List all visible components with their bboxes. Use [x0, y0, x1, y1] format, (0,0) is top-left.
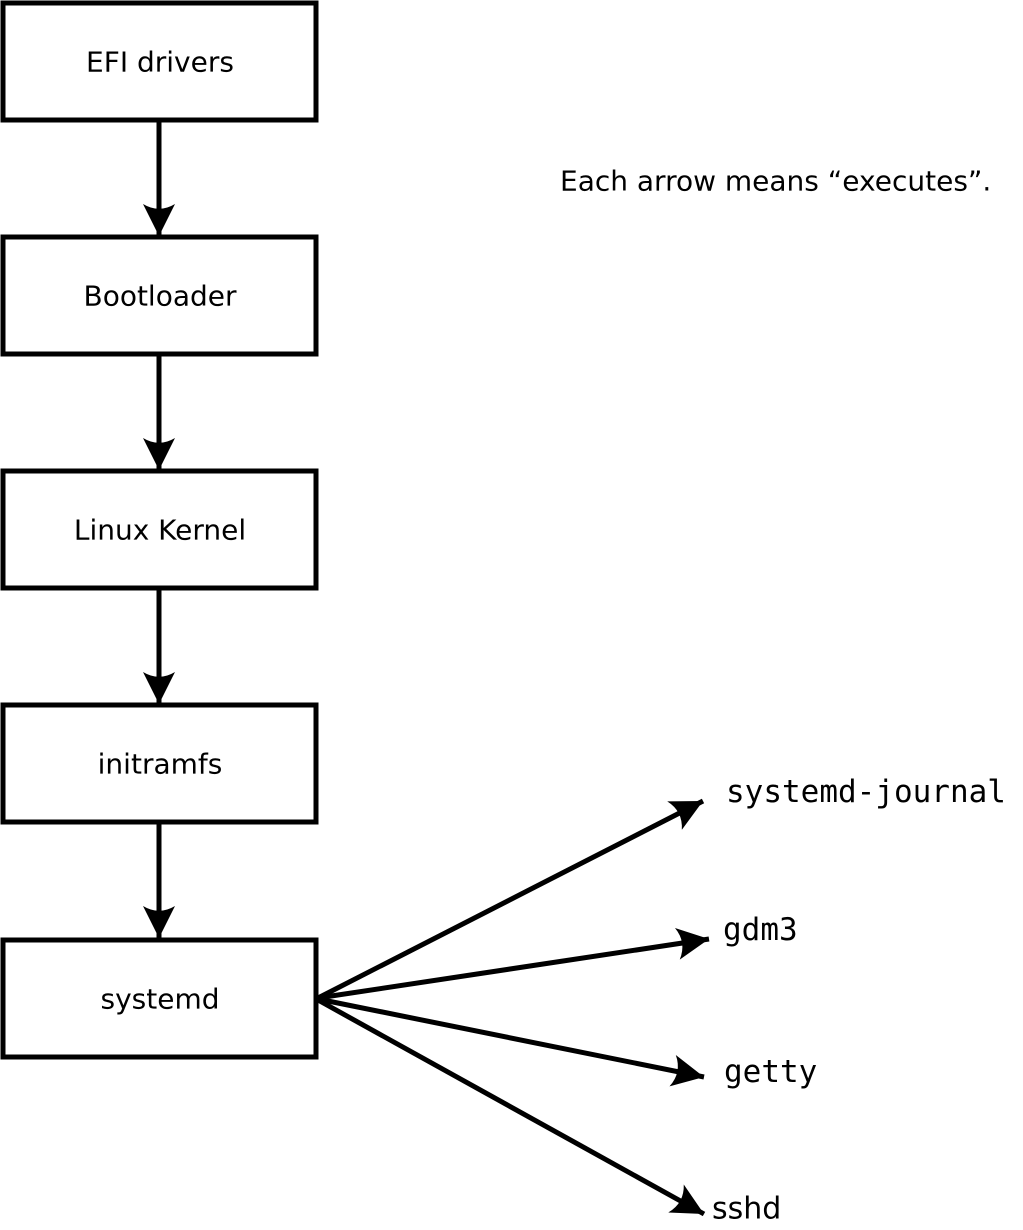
- note-arrow-meaning: Each arrow means “executes”.: [560, 165, 991, 198]
- flow-box-initramfs-label: initramfs: [98, 748, 223, 781]
- target-label-getty: getty: [724, 1054, 817, 1090]
- flow-box-efi-drivers: EFI drivers: [0, 0, 319, 123]
- flow-box-systemd-rect: [0, 937, 319, 1060]
- target-label-systemd-journal: systemd-journal: [726, 774, 1006, 810]
- flow-box-linux-kernel-label: Linux Kernel: [74, 514, 246, 547]
- flow-box-systemd: systemd: [0, 937, 319, 1060]
- flow-boxes: EFI drivers Bootloader Linux Kernel init…: [0, 0, 319, 1060]
- spawn-arrows: [316, 798, 710, 1217]
- flow-box-bootloader: Bootloader: [0, 234, 319, 357]
- flow-box-linux-kernel: Linux Kernel: [0, 468, 319, 591]
- spawn-labels: systemd-journal gdm3 getty sshd: [712, 774, 1006, 1227]
- target-label-gdm3: gdm3: [723, 912, 798, 948]
- target-label-sshd: sshd: [712, 1192, 781, 1227]
- arrow-systemd-to-systemd-journal: [316, 798, 705, 1001]
- flow-box-efi-drivers-label: EFI drivers: [86, 46, 234, 79]
- arrow-systemd-to-getty: [317, 996, 705, 1087]
- flow-box-linux-kernel-rect: [0, 468, 319, 591]
- arrow-systemd-to-gdm3: [317, 927, 710, 1001]
- flow-box-bootloader-label: Bootloader: [83, 280, 237, 313]
- flow-box-initramfs: initramfs: [0, 702, 319, 825]
- flow-box-initramfs-rect: [0, 702, 319, 825]
- flow-box-bootloader-rect: [0, 234, 319, 357]
- flow-box-efi-drivers-rect: [0, 0, 319, 123]
- arrow-systemd-to-sshd: [316, 997, 706, 1217]
- flow-box-systemd-label: systemd: [101, 983, 220, 1016]
